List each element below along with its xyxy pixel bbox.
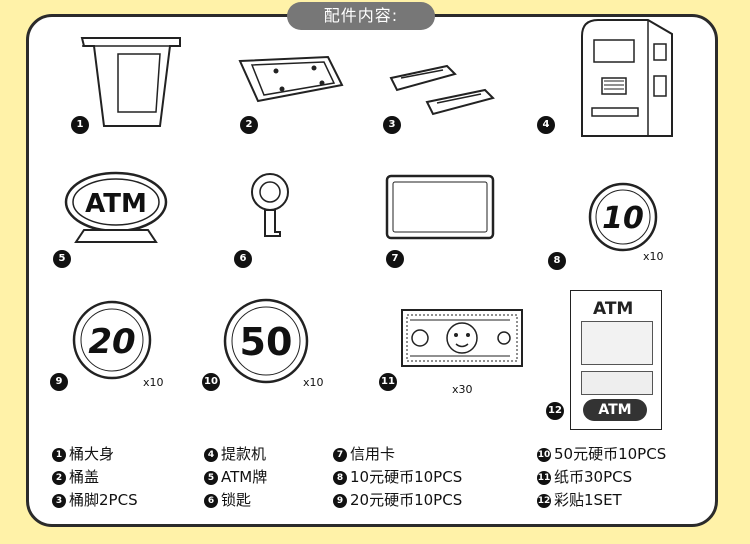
- item-number-12: 12: [546, 402, 564, 420]
- atm-machine-image: [581, 19, 673, 137]
- sticker-atm-bottom-label: ATM: [583, 399, 647, 421]
- item-quantity-8: x10: [643, 250, 664, 263]
- item-number-6: 6: [234, 250, 252, 268]
- coin-50-image: 50: [223, 298, 309, 384]
- item-number-4: 4: [537, 116, 555, 134]
- banknote-image: [401, 309, 523, 367]
- item-number-8: 8: [548, 252, 566, 270]
- item-number-5: 5: [53, 250, 71, 268]
- atm-sign-image: ATM: [64, 171, 168, 243]
- coin-10-image: 10: [588, 182, 658, 252]
- item-number-2: 2: [240, 116, 258, 134]
- atm-sign-text: ATM: [85, 189, 147, 219]
- item-number-7: 7: [386, 250, 404, 268]
- coin-50-text: 50: [240, 320, 293, 364]
- sticker-sheet-image: ATM ATM: [570, 290, 662, 430]
- coin-10-text: 10: [602, 201, 644, 236]
- item-number-1: 1: [71, 116, 89, 134]
- credit-card-image: [385, 174, 495, 240]
- coin-20-image: 20: [72, 300, 152, 380]
- item-number-3: 3: [383, 116, 401, 134]
- sticker-panels: [581, 321, 653, 365]
- bucket-feet-image: [389, 64, 495, 116]
- page-title: 配件内容:: [287, 2, 435, 30]
- sticker-cashier: [581, 371, 653, 395]
- sticker-atm-top-label: ATM: [593, 299, 634, 319]
- item-quantity-9: x10: [143, 376, 164, 389]
- key-image: [251, 173, 289, 237]
- item-number-11: 11: [379, 373, 397, 391]
- item-quantity-11: x30: [452, 383, 473, 396]
- item-number-10: 10: [202, 373, 220, 391]
- item-quantity-10: x10: [303, 376, 324, 389]
- bucket-body-image: [80, 37, 181, 127]
- item-number-9: 9: [50, 373, 68, 391]
- bucket-lid-image: [238, 55, 344, 103]
- coin-20-text: 20: [88, 322, 135, 362]
